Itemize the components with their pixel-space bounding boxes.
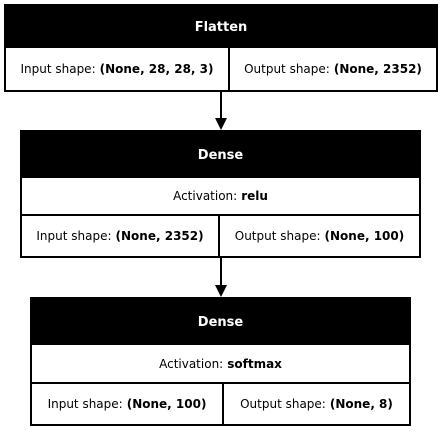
layer-shapes-row: Input shape: (None, 28, 28, 3) Output sh…	[6, 48, 436, 90]
output-shape-label: Output shape:	[234, 229, 321, 243]
layer-title: Flatten	[6, 6, 436, 48]
activation-row: Activation: relu	[22, 178, 419, 216]
input-shape-value: (None, 28, 28, 3)	[99, 62, 214, 76]
activation-row: Activation: softmax	[32, 345, 409, 384]
input-shape-cell: Input shape: (None, 2352)	[22, 216, 218, 256]
input-shape-value: (None, 2352)	[115, 229, 204, 243]
dense-layer-node: Dense Activation: softmax Input shape: (…	[30, 297, 411, 426]
output-shape-label: Output shape:	[244, 62, 330, 76]
input-shape-label: Input shape:	[20, 62, 96, 76]
output-shape-cell: Output shape: (None, 2352)	[228, 48, 436, 90]
output-shape-cell: Output shape: (None, 100)	[218, 216, 419, 256]
activation-label: Activation:	[173, 189, 238, 203]
flatten-layer-node: Flatten Input shape: (None, 28, 28, 3) O…	[4, 4, 438, 92]
layer-shapes-row: Input shape: (None, 100) Output shape: (…	[32, 384, 409, 424]
connector-arrow-1	[215, 92, 227, 130]
input-shape-value: (None, 100)	[126, 397, 207, 411]
output-shape-label: Output shape:	[240, 397, 326, 411]
activation-value: relu	[241, 189, 268, 203]
input-shape-label: Input shape:	[36, 229, 112, 243]
layer-shapes-row: Input shape: (None, 2352) Output shape: …	[22, 216, 419, 256]
dense-layer-node: Dense Activation: relu Input shape: (Non…	[20, 130, 421, 258]
layer-title: Dense	[22, 132, 419, 178]
activation-label: Activation:	[159, 356, 224, 371]
output-shape-cell: Output shape: (None, 8)	[222, 384, 409, 424]
activation-value: softmax	[227, 356, 282, 371]
input-shape-label: Input shape:	[47, 397, 123, 411]
output-shape-value: (None, 2352)	[333, 62, 422, 76]
connector-arrow-2	[215, 258, 227, 297]
input-shape-cell: Input shape: (None, 28, 28, 3)	[6, 48, 228, 90]
output-shape-value: (None, 100)	[324, 229, 405, 243]
output-shape-value: (None, 8)	[329, 397, 393, 411]
layer-title: Dense	[32, 299, 409, 345]
input-shape-cell: Input shape: (None, 100)	[32, 384, 222, 424]
